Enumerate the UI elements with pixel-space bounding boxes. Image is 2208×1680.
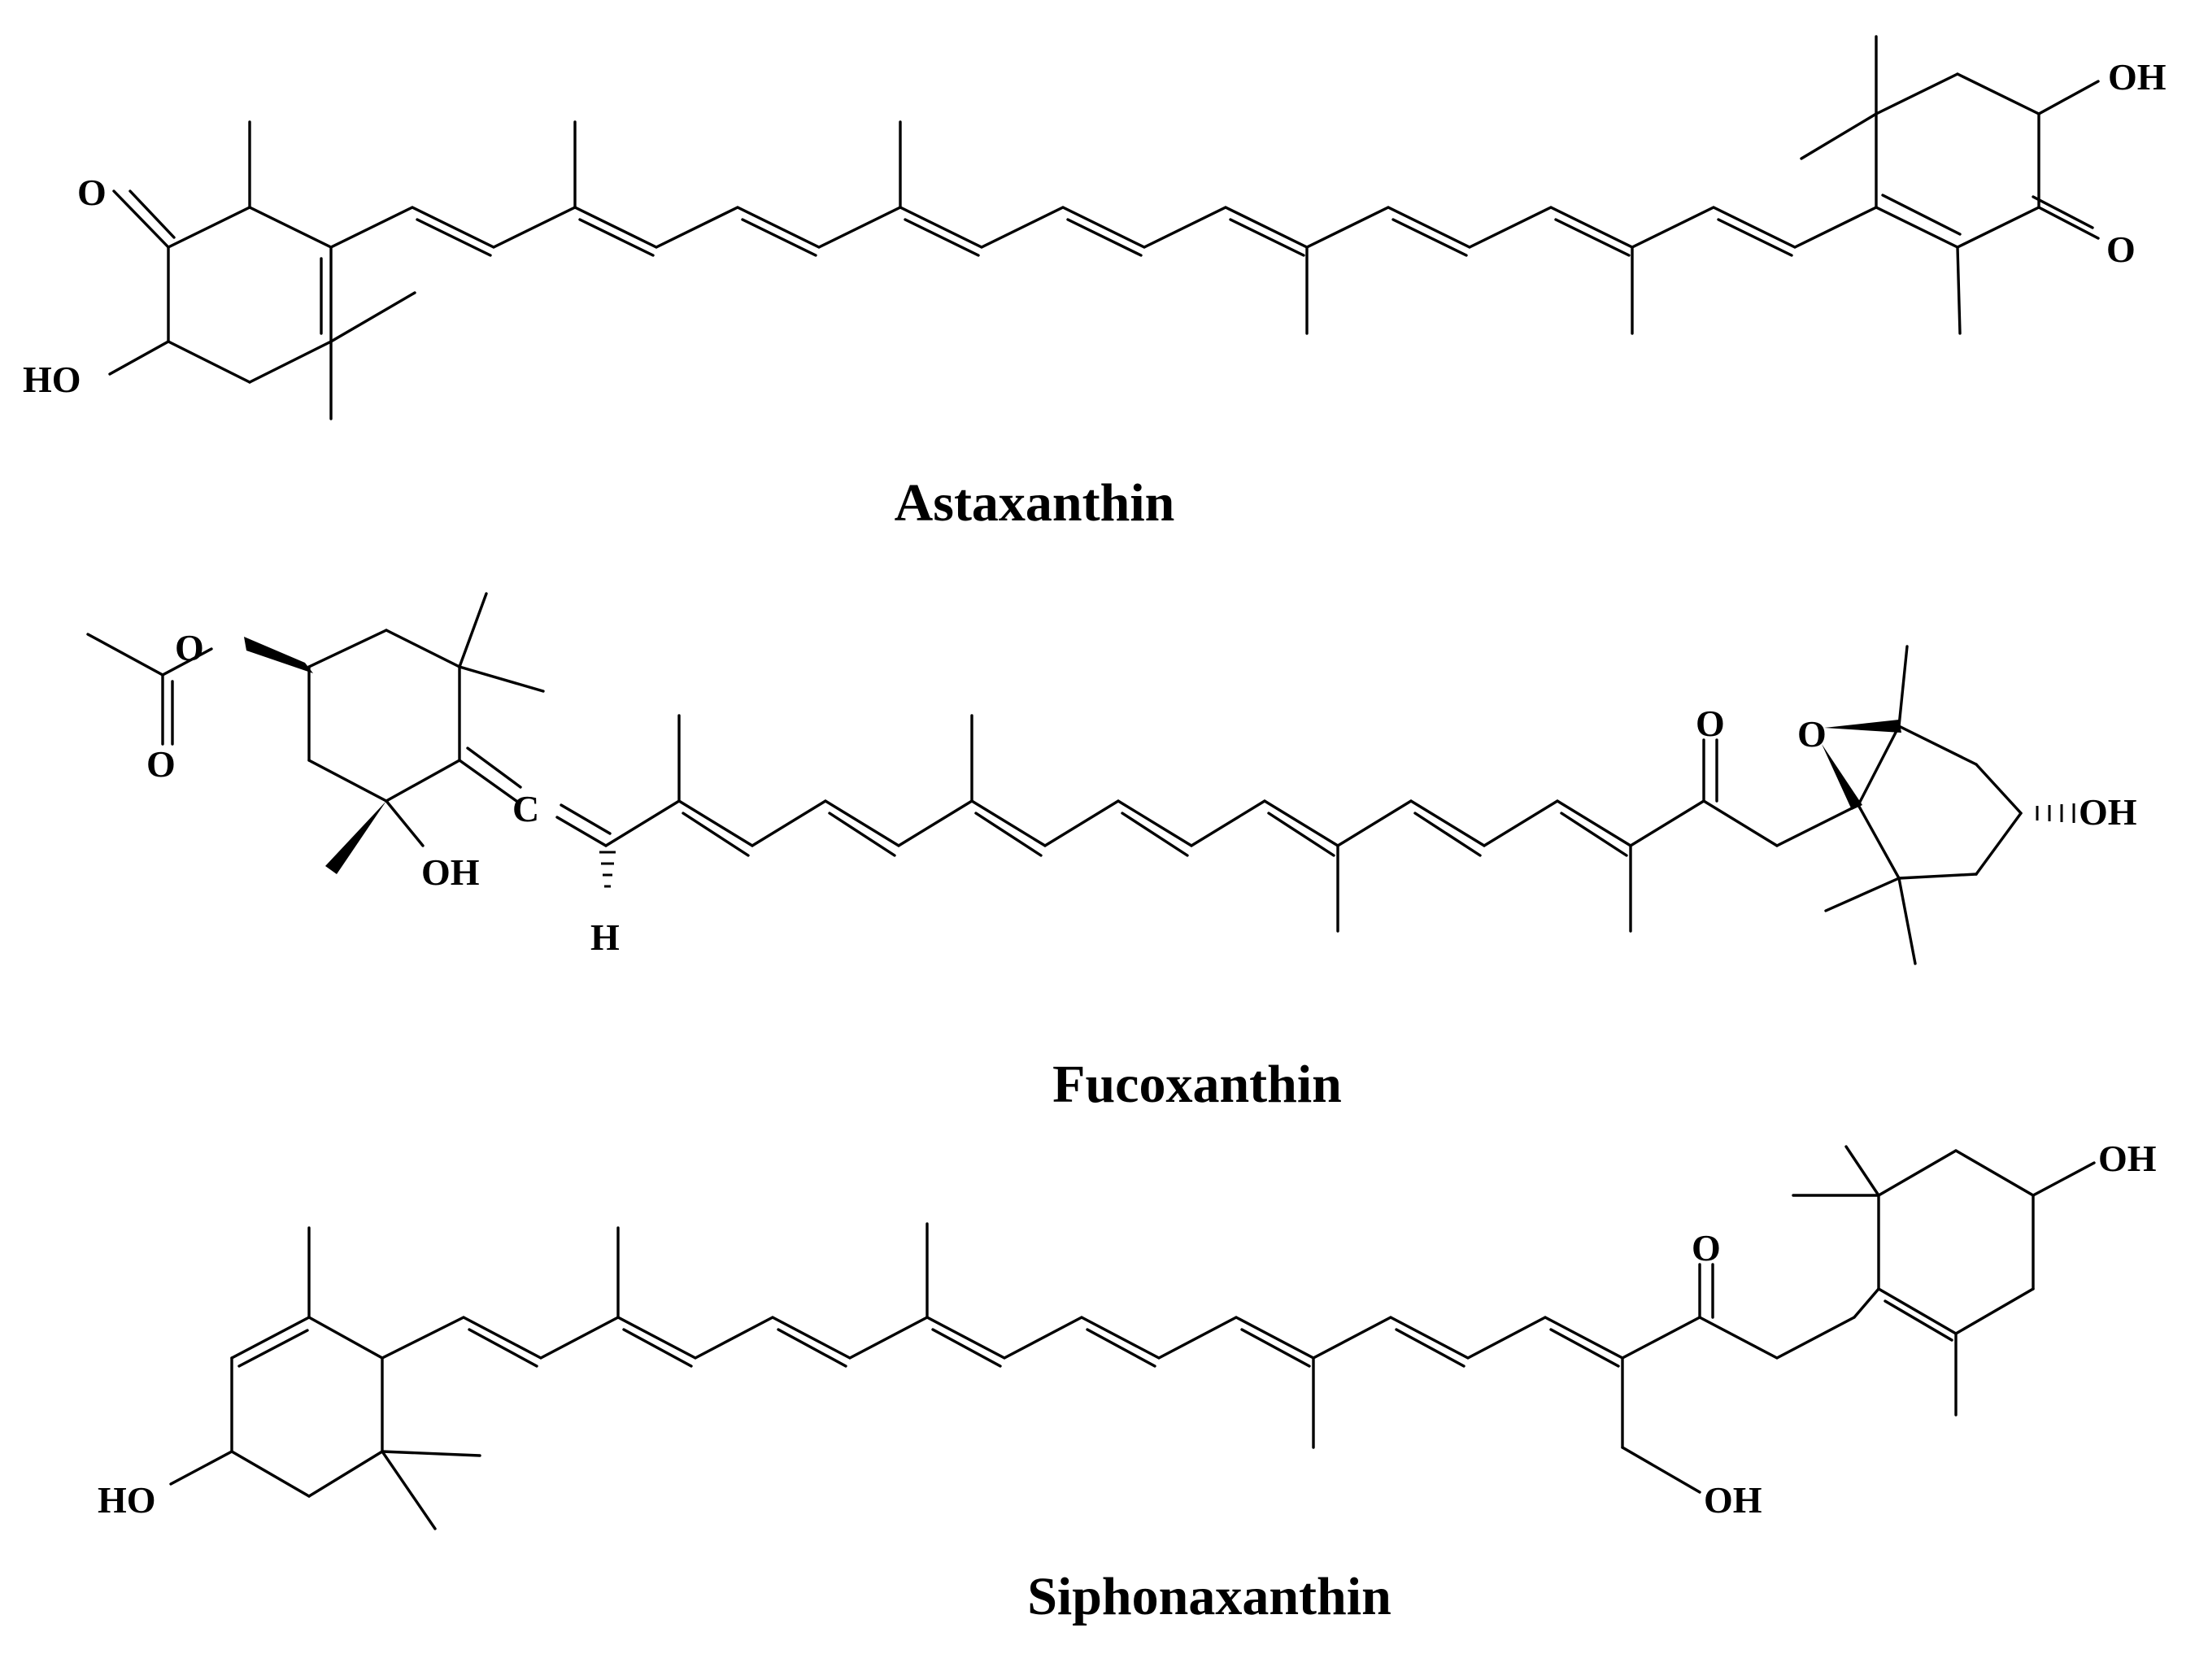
fucoxanthin-name: Fucoxanthin <box>1052 1055 1342 1114</box>
siphonaxanthin-hydroxyl-left: HO <box>98 1479 156 1521</box>
fucoxanthin-allene-c: C <box>512 788 539 829</box>
fucoxanthin-ketone-o: O <box>1696 703 1725 744</box>
siphonaxanthin-ketone-o: O <box>1692 1227 1721 1269</box>
astaxanthin-name: Astaxanthin <box>895 473 1175 533</box>
fucoxanthin-hydroxyl-right: OH <box>2079 791 2137 833</box>
astaxanthin-structure <box>108 35 2100 420</box>
fucoxanthin-structure <box>86 592 2075 965</box>
fucoxanthin-epoxide-o: O <box>1797 713 1827 755</box>
siphonaxanthin-name: Siphonaxanthin <box>1027 1567 1391 1626</box>
fucoxanthin-allene-h: H <box>590 916 620 958</box>
astaxanthin-hydroxyl-left: HO <box>23 359 81 400</box>
fucoxanthin-ester-o: O <box>175 627 204 668</box>
astaxanthin-ketone-o-right: O <box>2106 228 2136 270</box>
fucoxanthin-hydroxyl-left: OH <box>421 851 480 893</box>
astaxanthin-ketone-o-left: O <box>77 172 107 213</box>
siphonaxanthin-hydroxymethyl-oh: OH <box>1704 1479 1762 1521</box>
fucoxanthin-acetyl-carbonyl-o: O <box>146 743 176 785</box>
siphonaxanthin-hydroxyl-right: OH <box>2098 1138 2157 1179</box>
siphonaxanthin-structure <box>169 1145 2096 1530</box>
astaxanthin-hydroxyl-right: OH <box>2108 56 2167 98</box>
